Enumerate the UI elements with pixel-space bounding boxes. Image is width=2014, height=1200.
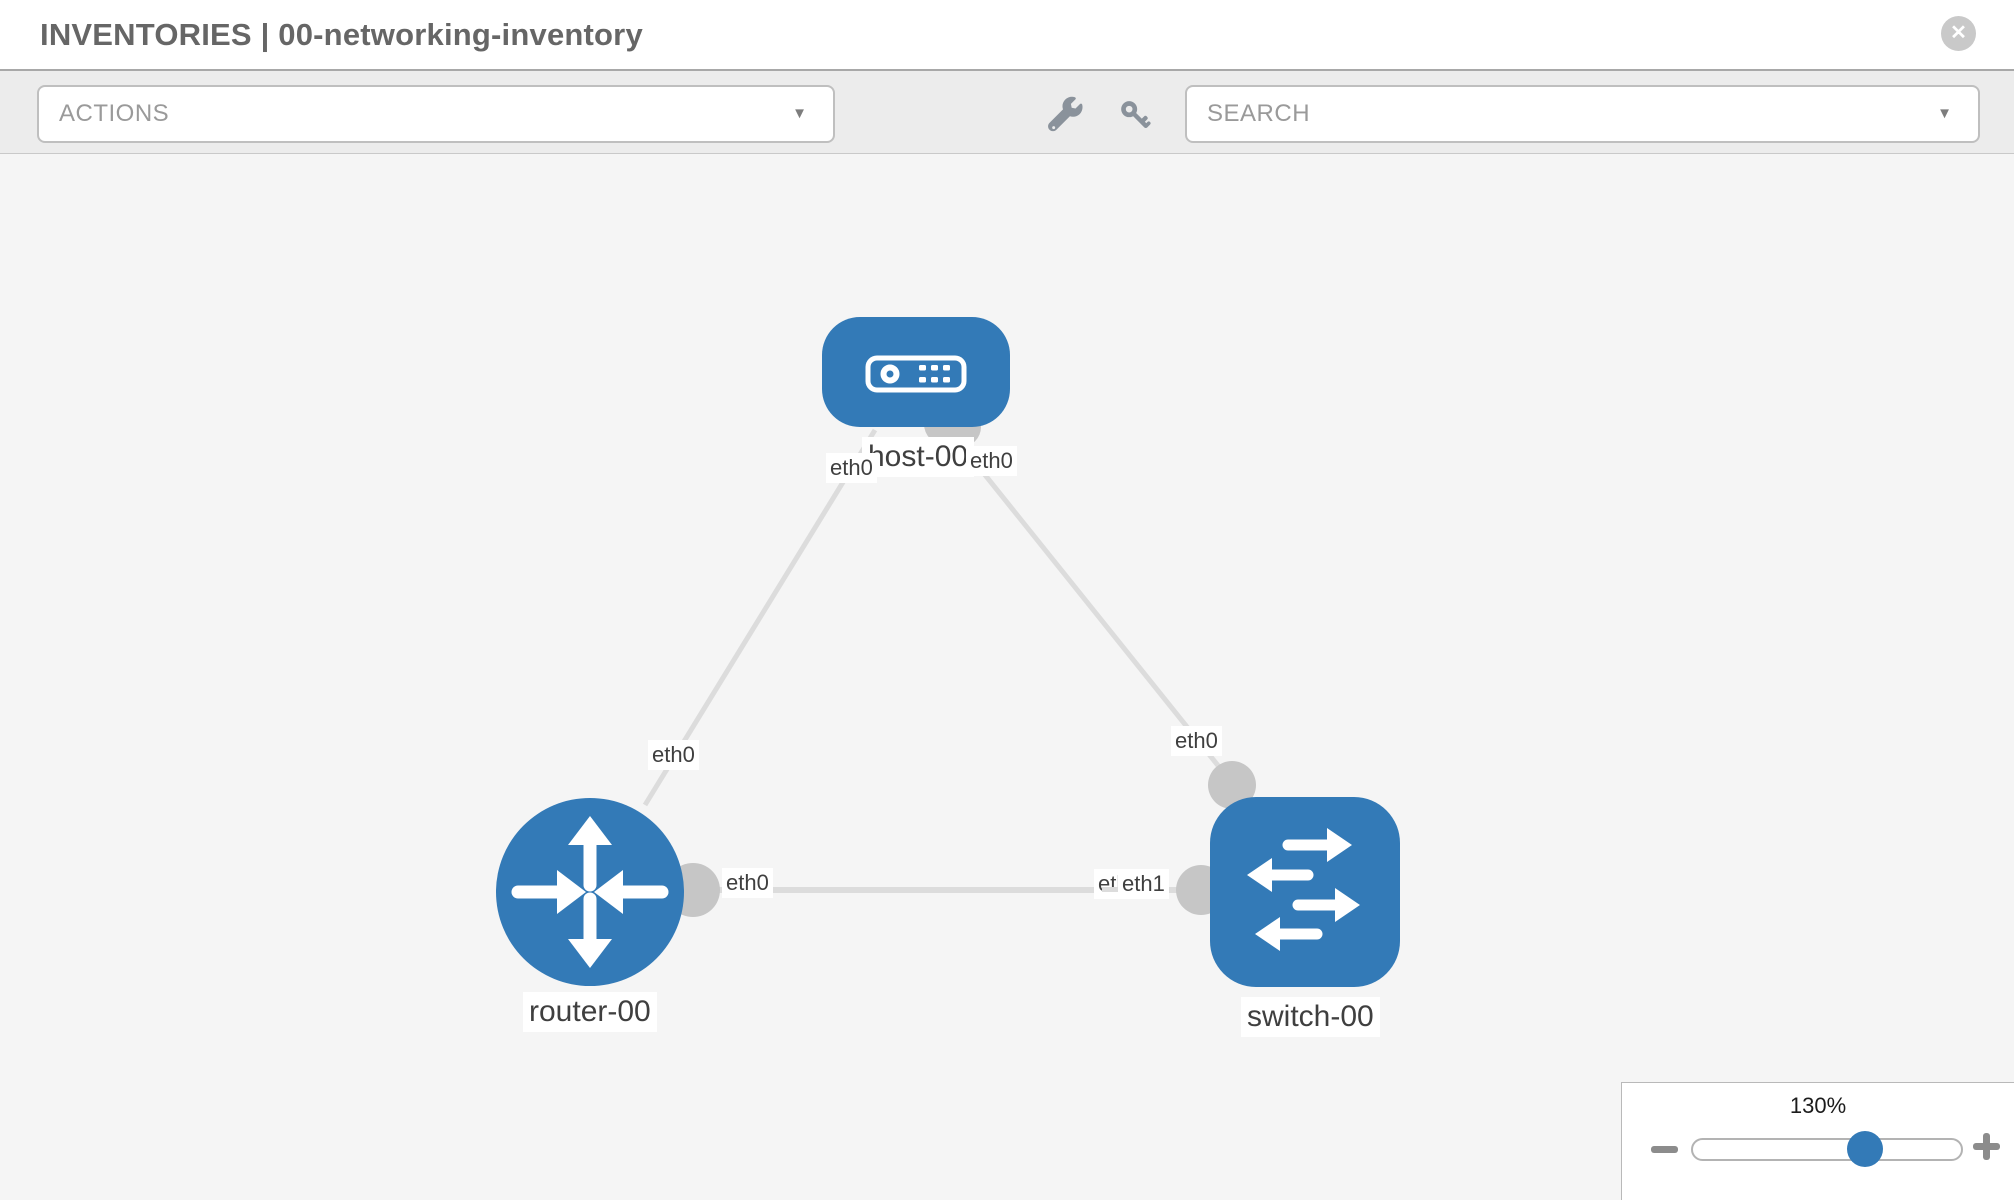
zoom-panel: 130%: [1621, 1082, 2014, 1200]
node-label-host: host-00: [862, 437, 975, 477]
actions-dropdown-label: ACTIONS: [59, 100, 170, 127]
zoom-out-icon[interactable]: [1651, 1146, 1678, 1153]
topology-canvas[interactable]: host-00 router-00 switch-00 eth0 eth0 et…: [0, 154, 2014, 1200]
router-icon: [511, 816, 669, 968]
link-segment: [1102, 887, 1121, 892]
page-title: INVENTORIES | 00-networking-inventory: [40, 17, 643, 52]
node-switch-00[interactable]: [1210, 797, 1400, 987]
interface-label: eth0: [648, 740, 699, 770]
zoom-slider[interactable]: [1691, 1131, 1963, 1167]
interface-label: eth0: [722, 868, 773, 898]
node-label-router: router-00: [523, 992, 657, 1032]
interface-label: eth0: [826, 453, 877, 483]
node-label-switch: switch-00: [1241, 997, 1380, 1037]
close-icon[interactable]: ✕: [1941, 16, 1976, 51]
header: INVENTORIES | 00-networking-inventory ✕: [0, 0, 2014, 69]
actions-dropdown[interactable]: ACTIONS ▼: [37, 85, 835, 143]
interface-label: eth0: [966, 446, 1017, 476]
toolbar: ACTIONS ▼ SEARCH ▼: [0, 69, 2014, 154]
search-dropdown-label: SEARCH: [1207, 100, 1311, 127]
interface-label: eth0: [1171, 726, 1222, 756]
zoom-value: 130%: [1789, 1093, 1847, 1118]
chevron-down-icon: ▼: [1937, 105, 1952, 122]
interface-label: eth1: [1118, 869, 1169, 899]
switch-icon: [1247, 828, 1360, 951]
wrench-icon[interactable]: [1046, 96, 1086, 136]
zoom-in-icon[interactable]: [1973, 1133, 2000, 1160]
key-icon[interactable]: [1116, 96, 1156, 136]
search-dropdown[interactable]: SEARCH ▼: [1185, 85, 1980, 143]
node-host-00[interactable]: [822, 317, 1010, 427]
node-router-00[interactable]: [496, 798, 684, 986]
link-host-switch[interactable]: [943, 423, 1234, 785]
interface-connector[interactable]: [1208, 761, 1256, 809]
host-icon: [865, 355, 967, 393]
chevron-down-icon: ▼: [792, 105, 807, 122]
zoom-slider-thumb[interactable]: [1847, 1131, 1883, 1167]
